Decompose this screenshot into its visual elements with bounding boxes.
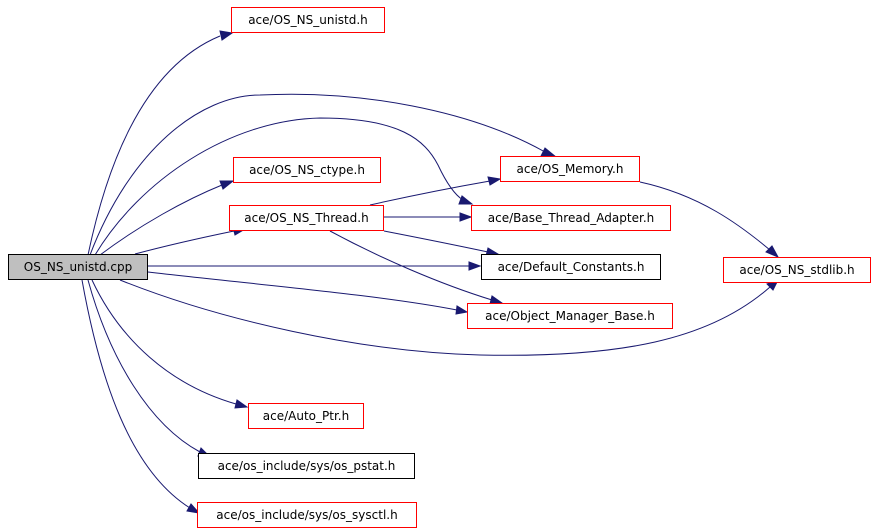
edge-root-to-os-memory-h [89,93,546,256]
edge-thread-to-os-memory-h [369,180,491,206]
arrowhead [458,195,474,205]
arrowhead [219,180,235,190]
edge-os-memory-to-os-ns-stdlib-h [639,181,771,251]
edge-thread-to-default-constants-h [383,230,489,253]
edge-root-to-os-ns-thread-h [134,230,235,255]
edge-root-to-os-ns-ctype-h [99,184,223,256]
edge-root-to-os-ns-unistd-h [87,35,221,256]
node-default-constants-h[interactable]: ace/Default_Constants.h [481,254,661,280]
arrowhead [455,305,469,315]
arrowhead [468,261,482,271]
arrowhead [487,176,502,186]
node-os-ns-thread-h[interactable]: ace/OS_NS_Thread.h [229,205,384,231]
node-os-ns-stdlib-h[interactable]: ace/OS_NS_stdlib.h [723,257,871,283]
arrowhead [186,503,201,514]
arrowhead [765,245,780,259]
edge-root-to-base-thread-adapter-h [94,117,464,256]
arrowhead [459,212,473,222]
node-os-pstat-h[interactable]: ace/os_include/sys/os_pstat.h [198,453,415,479]
node-os-ns-unistd-cpp[interactable]: OS_NS_unistd.cpp [8,254,148,280]
node-os-ns-unistd-h[interactable]: ace/OS_NS_unistd.h [231,7,385,33]
arrowhead [219,30,234,41]
edge-root-to-os-pstat-h [87,279,201,453]
node-os-sysctl-h[interactable]: ace/os_include/sys/os_sysctl.h [197,502,417,528]
arrowhead [234,399,249,409]
edge-thread-to-object-manager-base-h [329,230,493,301]
edge-root-to-os-sysctl-h [81,279,191,509]
node-os-ns-ctype-h[interactable]: ace/OS_NS_ctype.h [233,157,381,183]
node-auto-ptr-h[interactable]: ace/Auto_Ptr.h [248,403,364,429]
node-base-thread-adapter-h[interactable]: ace/Base_Thread_Adapter.h [471,205,671,231]
node-os-memory-h[interactable]: ace/OS_Memory.h [500,156,640,182]
edge-root-to-object-manager-base-h [147,271,458,311]
edge-root-to-os-ns-stdlib-h [119,279,771,356]
node-object-manager-base-h[interactable]: ace/Object_Manager_Base.h [467,303,673,329]
edge-root-to-auto-ptr-h [91,279,237,405]
